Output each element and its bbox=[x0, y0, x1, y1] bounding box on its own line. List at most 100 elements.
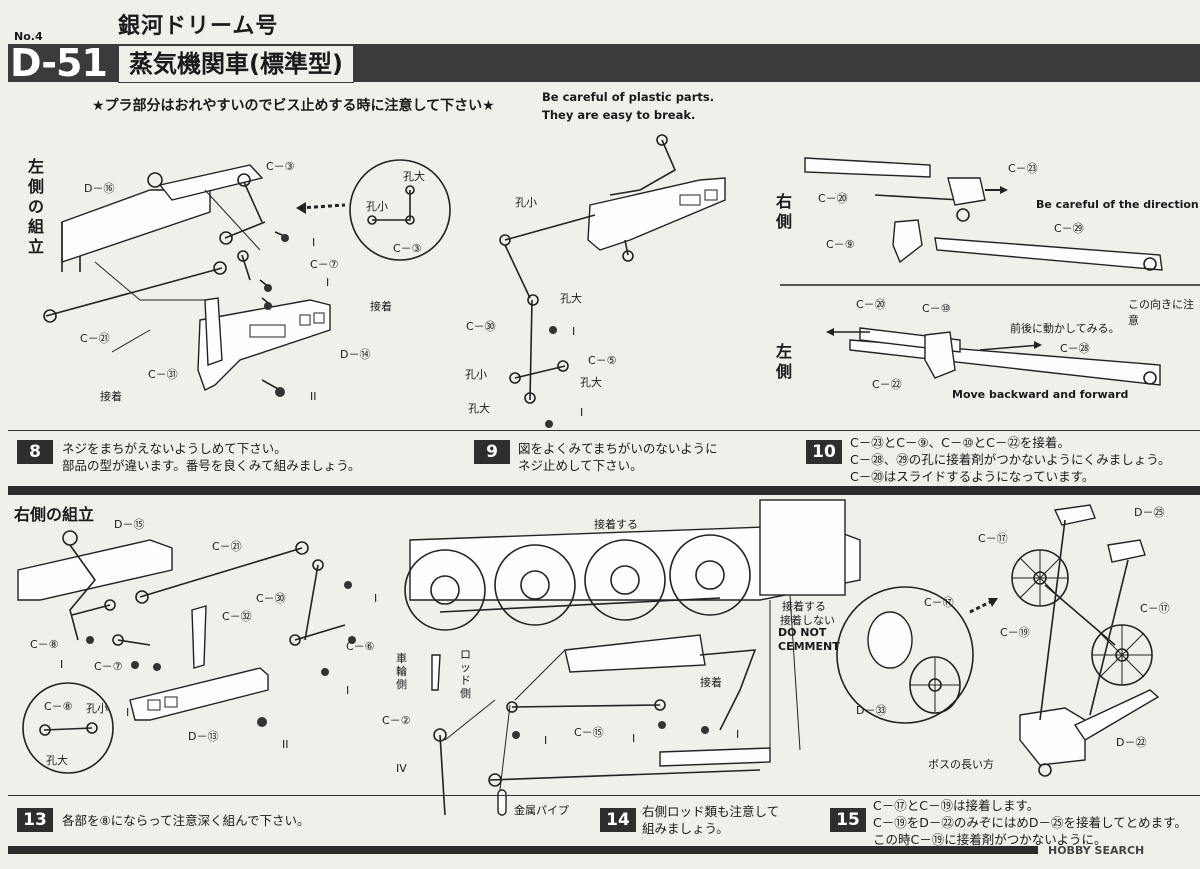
step10-c20a: C－⑳ bbox=[818, 192, 848, 205]
step-10-text: C－㉓とC－⑨、C－⑩とC－㉒を接着。 C－㉘、㉙の孔に接着剤がつかないようにく… bbox=[850, 434, 1170, 485]
step-8-badge: 8 bbox=[17, 440, 53, 464]
label-glue-1: 接着 bbox=[370, 300, 392, 313]
label-c21: C－㉑ bbox=[80, 332, 110, 345]
step-9-badge: 9 bbox=[474, 440, 510, 464]
page-number: No.4 bbox=[14, 30, 43, 43]
step-15-text: C－⑰とC－⑲は接着します。 C－⑲をD－㉒のみぞにはめD－㉕を接着してとめます… bbox=[873, 797, 1195, 848]
step13-d15: D－⑮ bbox=[114, 518, 145, 531]
step15-c17c: C－⑰ bbox=[924, 596, 954, 609]
step-9-line1: 図をよくみてまちがいのないように bbox=[518, 441, 718, 456]
step13-c30: C－㉚ bbox=[256, 592, 286, 605]
step14-metal-pipe: 金属パイプ bbox=[514, 804, 569, 817]
step-15-line1: C－⑰とC－⑲は接着します。 bbox=[873, 798, 1040, 813]
detail-hole-big: 孔大 bbox=[403, 170, 425, 183]
step10-c20b: C－⑳ bbox=[856, 298, 886, 311]
step13-c21: C－㉑ bbox=[212, 540, 242, 553]
step14-no-cement-2: CEMMENT bbox=[778, 640, 840, 653]
step13-detail-small: 孔小 bbox=[86, 702, 108, 715]
step14-glue-c: 接着 bbox=[700, 676, 722, 689]
label-d14: D－⑭ bbox=[340, 348, 371, 361]
step13-c8: C－⑧ bbox=[30, 638, 59, 651]
step9-hole-small-1: 孔小 bbox=[515, 196, 537, 209]
label-screw-i-a: I bbox=[312, 236, 316, 249]
step9-c30: C－㉚ bbox=[466, 320, 496, 333]
watermark: HOBBY SEARCH bbox=[1048, 844, 1145, 857]
detail-hole-small: 孔小 bbox=[366, 200, 388, 213]
step10-c23: C－㉓ bbox=[1008, 162, 1038, 175]
step13-c6: C－⑥ bbox=[346, 640, 375, 653]
page-title: 蒸気機関車(標準型) bbox=[118, 45, 354, 83]
step15-d25: D－㉕ bbox=[1134, 506, 1165, 519]
step8-drawing bbox=[43, 159, 451, 397]
label-screw-ii: II bbox=[310, 390, 317, 403]
step-15-line3: この時C－⑲に接着剤がつかないように。 bbox=[873, 832, 1107, 847]
step10-left-label: 左側 bbox=[776, 342, 793, 381]
step10-c10: C－⑩ bbox=[922, 302, 951, 315]
step-13-text: 各部を⑧にならって注意深く組んで下さい。 bbox=[62, 813, 310, 828]
label-screw-i-b: I bbox=[326, 276, 330, 289]
step-10-line2: C－㉘、㉙の孔に接着剤がつかないようにくみましょう。 bbox=[850, 452, 1171, 467]
step-9-text: 図をよくみてまちがいのないように ネジ止めして下さい。 bbox=[518, 440, 718, 474]
step14-no-glue: 接着しない bbox=[780, 614, 835, 627]
step9-hole-small-2: 孔小 bbox=[465, 368, 487, 381]
step14-c2: C－② bbox=[382, 714, 411, 727]
step9-drawing bbox=[499, 134, 726, 428]
step9-screw-a: I bbox=[572, 325, 576, 338]
step10-move-en: Move backward and forward bbox=[952, 388, 1129, 401]
label-c7: C－⑦ bbox=[310, 258, 339, 271]
step13-detail-big: 孔大 bbox=[46, 754, 68, 767]
series-name: 銀河ドリーム号 bbox=[118, 14, 279, 39]
step13-screw-2: I bbox=[60, 658, 64, 671]
step10-c22: C－㉒ bbox=[872, 378, 902, 391]
step-8-text: ネジをまちがえないようしめて下さい。 部品の型が違います。番号を良くみて組みまし… bbox=[62, 440, 361, 474]
step14-screw-2: I bbox=[632, 732, 636, 745]
step15-c17a: C－⑰ bbox=[978, 532, 1008, 545]
warning-en: Be careful of plastic parts. They are ea… bbox=[542, 88, 714, 124]
label-glue-2: 接着 bbox=[100, 390, 122, 403]
step9-c5: C－⑤ bbox=[588, 354, 617, 367]
step-14-text: 右側ロッド類も注意して 組みましょう。 bbox=[642, 803, 779, 837]
step10-direction: Be careful of the direction bbox=[1036, 198, 1199, 211]
step13-screw-5: II bbox=[282, 738, 289, 751]
step-10-line3: C－⑳はスライドするようになっています。 bbox=[850, 469, 1095, 484]
detail-c3: C－③ bbox=[393, 242, 422, 255]
step-14-line1: 右側ロッド類も注意して bbox=[642, 804, 780, 819]
step13-screw-4: I bbox=[346, 684, 350, 697]
step13-title: 右側の組立 bbox=[14, 505, 95, 524]
step10-caution: この向きに注意 bbox=[1128, 298, 1194, 327]
step-15-line2: C－⑲をD－㉒のみぞにはめD－㉕を接着してとめます。 bbox=[873, 815, 1187, 830]
step-10-badge: 10 bbox=[806, 440, 842, 464]
step-14-badge: 14 bbox=[600, 808, 636, 832]
model-name: D-51 bbox=[10, 41, 108, 85]
divider-row2 bbox=[8, 795, 1200, 796]
step10-c29: C－㉙ bbox=[1054, 222, 1084, 235]
step15-boss: ボスの長い方 bbox=[928, 758, 994, 771]
step9-hole-big-2: 孔大 bbox=[580, 376, 602, 389]
step15-c19: C－⑲ bbox=[1000, 626, 1030, 639]
warning-jp: ★プラ部分はおれやすいのでビス止めする時に注意して下さい★ bbox=[92, 98, 495, 114]
step10-c9: C－⑨ bbox=[826, 238, 855, 251]
step14-no-cement-1: DO NOT bbox=[778, 626, 827, 639]
divider-row1 bbox=[8, 430, 1200, 431]
step8-side-label: 左側の組立 bbox=[28, 157, 45, 256]
step13-c32: C－㉜ bbox=[222, 610, 252, 623]
step13-drawing bbox=[17, 530, 356, 774]
step-10-line1: C－㉓とC－⑨、C－⑩とC－㉒を接着。 bbox=[850, 435, 1070, 450]
step13-c7: C－⑦ bbox=[94, 660, 123, 673]
step14-glue-a: 接着する bbox=[594, 518, 638, 531]
step13-d13: D－⑬ bbox=[188, 730, 219, 743]
step14-screw-1: I bbox=[544, 734, 548, 747]
step14-c15: C－⑮ bbox=[574, 726, 604, 739]
step13-screw-3: I bbox=[126, 706, 130, 719]
step10-move-jp: 前後に動かしてみる。 bbox=[1010, 322, 1120, 335]
step-13-badge: 13 bbox=[17, 808, 53, 832]
step9-hole-big-3: 孔大 bbox=[468, 402, 490, 415]
step-8-line1: ネジをまちがえないようしめて下さい。 bbox=[62, 441, 287, 456]
step15-drawing bbox=[836, 504, 1160, 777]
label-c31: C－㉛ bbox=[148, 368, 178, 381]
step10-drawing bbox=[780, 157, 1200, 386]
step-14-line2: 組みましょう。 bbox=[642, 821, 729, 836]
step14-rod-side: ロッド側 bbox=[460, 648, 471, 700]
step15-c17b: C－⑰ bbox=[1140, 602, 1170, 615]
